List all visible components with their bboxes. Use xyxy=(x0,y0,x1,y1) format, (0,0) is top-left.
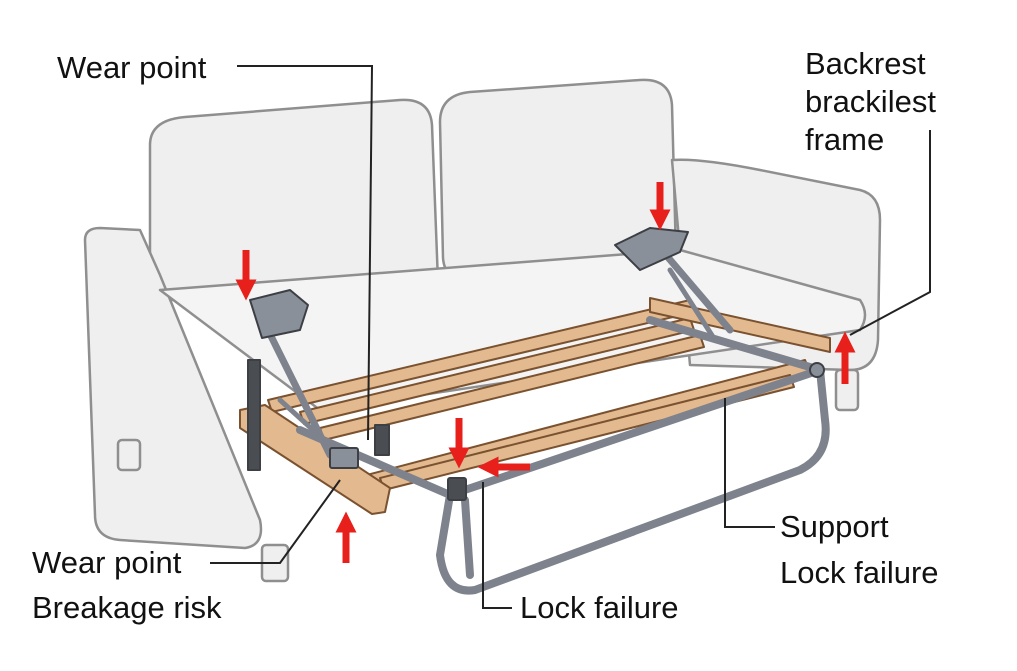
pivot-right xyxy=(809,362,825,378)
label-support: Support xyxy=(780,509,889,544)
sofa-leg xyxy=(116,438,142,472)
red-arrows xyxy=(235,182,856,563)
leader-lines xyxy=(210,65,931,609)
lock-block-left xyxy=(329,447,359,469)
label-backrest-line2: brackilest xyxy=(805,84,936,119)
frame-rail-side xyxy=(646,316,824,374)
hinge-bracket-left xyxy=(249,289,309,339)
label-breakage-risk: Breakage risk xyxy=(32,590,222,625)
leader-support xyxy=(724,398,775,528)
post-center xyxy=(374,424,390,456)
hinge-brackets xyxy=(247,227,825,501)
leader-wear-point-bottom xyxy=(210,479,341,564)
label-lock-failure-bottom: Lock failure xyxy=(520,590,679,625)
hinge-arm-right-lower xyxy=(667,267,718,343)
hinge-arm-left-lower xyxy=(277,397,338,453)
lock-block-center xyxy=(447,477,467,501)
post-left xyxy=(247,359,261,471)
hinge-bracket-right xyxy=(614,227,689,271)
label-wear-point-top: Wear point xyxy=(57,50,207,85)
label-wear-point-bottom: Wear point xyxy=(32,545,182,580)
leader-backrest xyxy=(849,130,931,336)
leader-wear-point-top xyxy=(237,65,374,441)
label-backrest-line1: Backrest xyxy=(805,46,926,81)
hinge-arm-right xyxy=(656,244,734,334)
wood-rail-left xyxy=(239,404,391,515)
label-lock-failure-right: Lock failure xyxy=(780,555,939,590)
label-backrest-line3: frame xyxy=(805,122,885,157)
back-cushion-left xyxy=(148,98,440,302)
support-loop xyxy=(436,366,830,595)
leader-lock-failure xyxy=(482,482,512,609)
support-leg-inner xyxy=(461,496,474,579)
